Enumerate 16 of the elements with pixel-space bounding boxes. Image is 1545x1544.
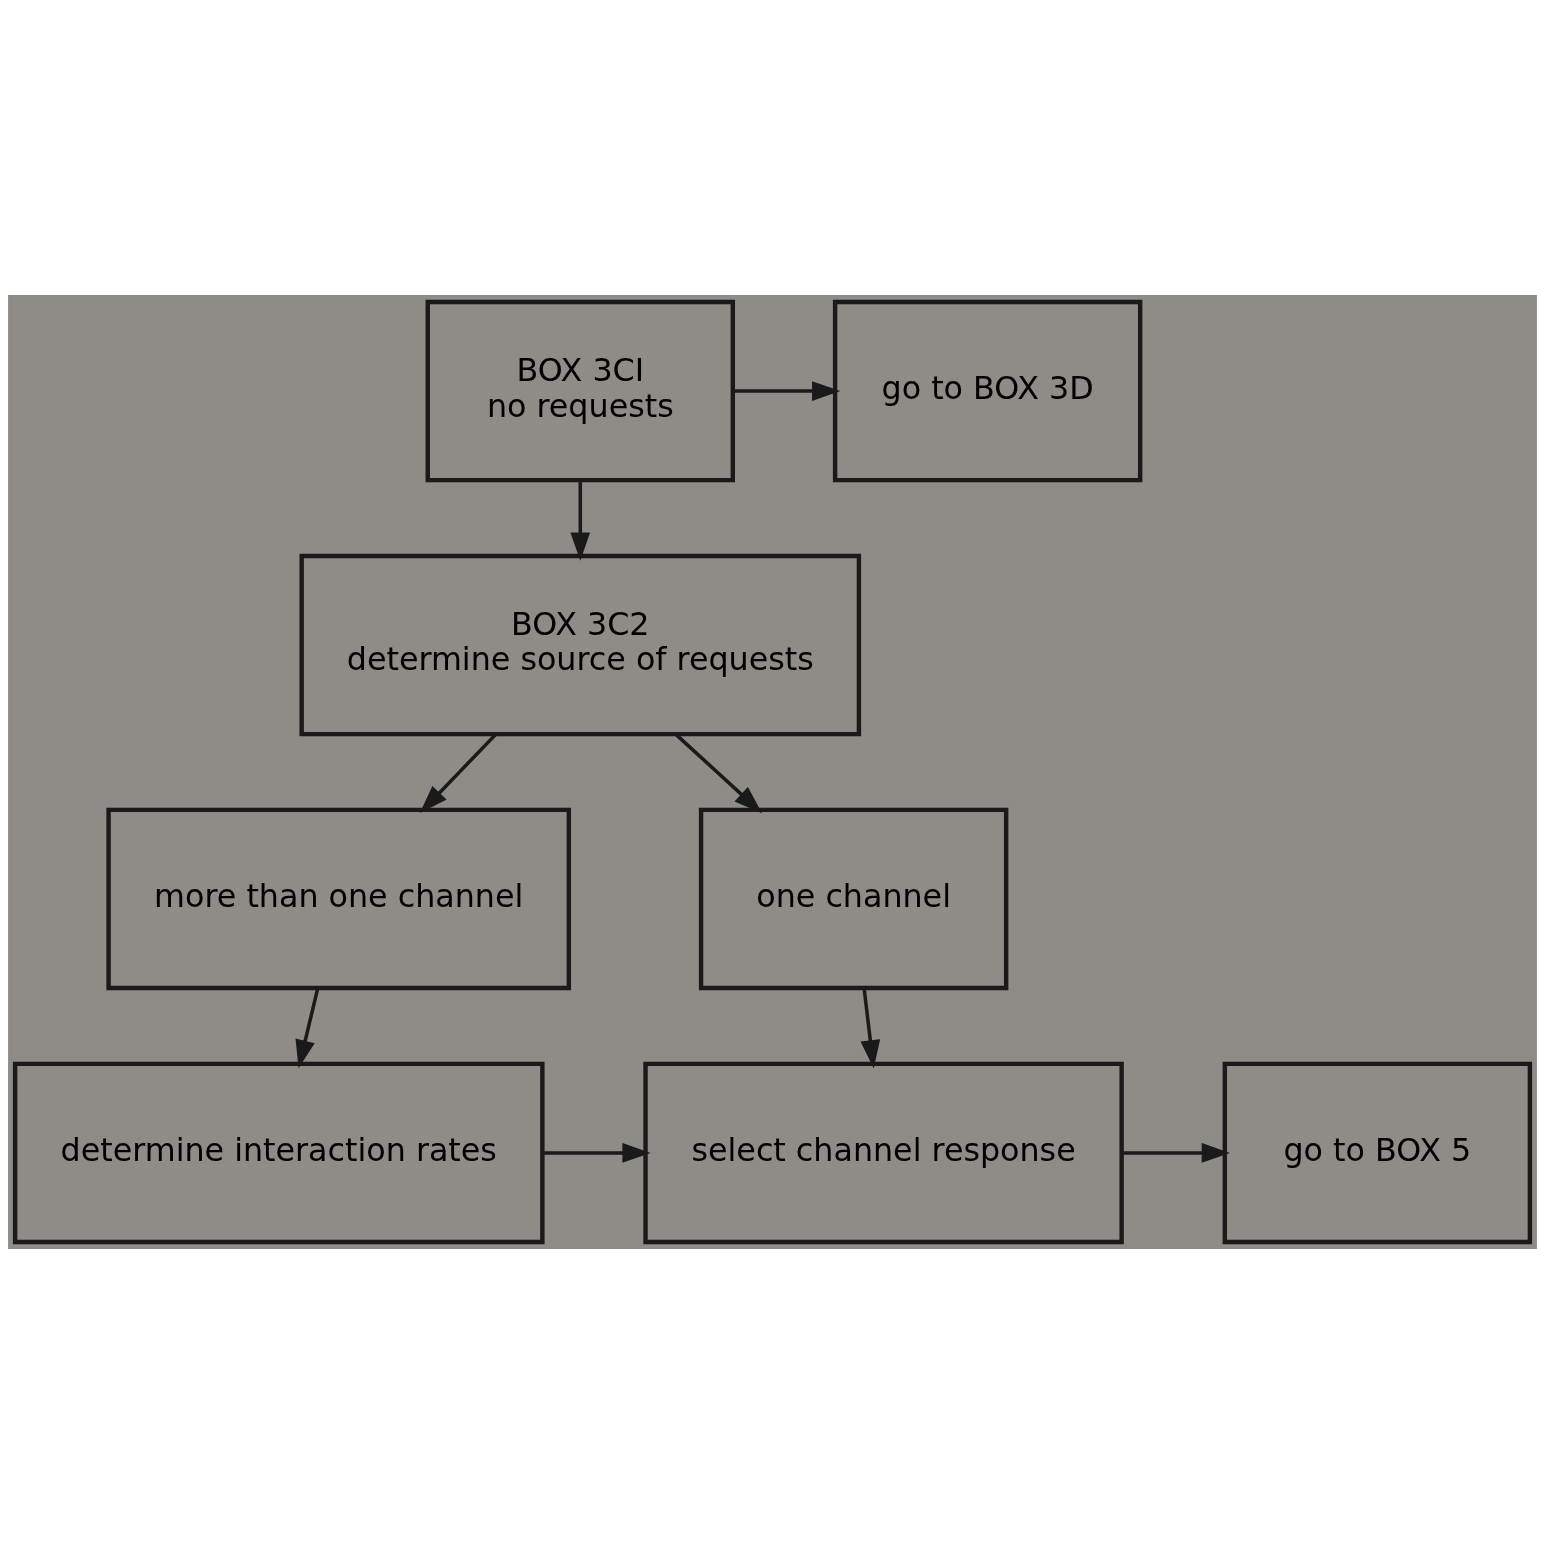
node-box: more than one channel: [106, 807, 572, 991]
node-box: select channel response: [643, 1061, 1124, 1245]
arrow: [542, 1143, 651, 1163]
node-box: determine interaction rates: [12, 1061, 545, 1245]
arrow: [860, 988, 881, 1069]
node-box: BOX 3C2 determine source of requests: [299, 553, 862, 737]
arrow: [295, 987, 320, 1069]
node-box: go to BOX 5: [1222, 1061, 1533, 1245]
node-box: one channel: [698, 807, 1009, 991]
arrow: [570, 480, 591, 561]
node-box: BOX 3CI no requests: [425, 299, 736, 483]
node-box: go to BOX 3D: [832, 299, 1143, 483]
arrow: [419, 733, 498, 814]
arrow: [674, 733, 763, 814]
arrow: [733, 381, 841, 401]
arrow: [1121, 1143, 1230, 1163]
